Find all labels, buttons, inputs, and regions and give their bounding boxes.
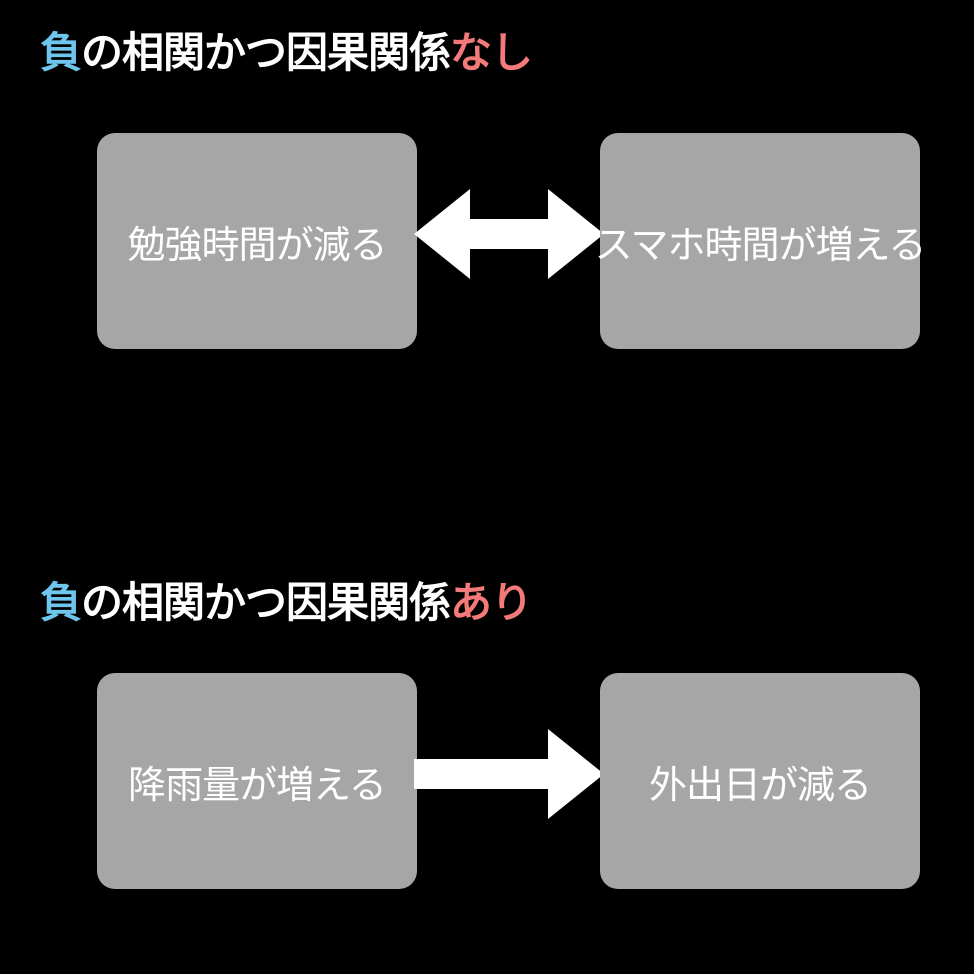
box-label: 外出日が減る (648, 762, 872, 807)
box-label: スマホ時間が増える (594, 222, 927, 267)
double-arrow-shape (414, 189, 604, 279)
title-result-label: なし (450, 28, 533, 77)
box-study-time: 勉強時間が減る (97, 133, 417, 349)
box-label: 勉強時間が減る (127, 222, 387, 267)
title-result-label: あり (450, 578, 533, 627)
box-smartphone-time: スマホ時間が増える (595, 133, 926, 349)
right-arrow-shape (414, 729, 604, 819)
box-outing-days: 外出日が減る (600, 673, 920, 889)
double-arrow-icon (414, 189, 604, 279)
title-negative-label: 負 (40, 28, 82, 77)
title-middle-label: の相関かつ因果関係 (81, 28, 451, 77)
box-label: 降雨量が増える (128, 762, 387, 807)
section-title-causation: 負の相関かつ因果関係あり (40, 582, 533, 624)
right-arrow-icon (414, 729, 604, 819)
box-rainfall: 降雨量が増える (97, 673, 417, 889)
section-title-no-causation: 負の相関かつ因果関係なし (40, 32, 533, 74)
title-middle-label: の相関かつ因果関係 (81, 578, 451, 627)
title-negative-label: 負 (40, 578, 82, 627)
